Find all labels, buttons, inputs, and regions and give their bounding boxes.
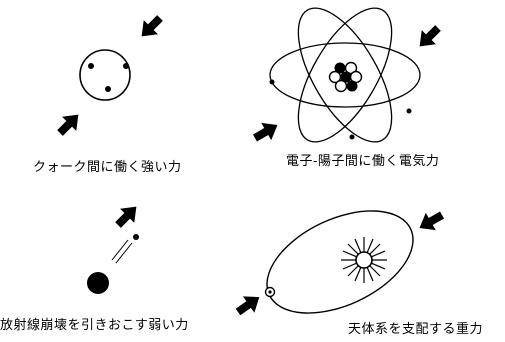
inward-arrow — [413, 21, 446, 54]
nucleus — [330, 63, 362, 92]
gravity-panel — [232, 190, 447, 334]
quark-dot — [105, 86, 111, 92]
weak-force-panel — [87, 200, 143, 294]
emitted-particle — [133, 234, 139, 240]
strong-force-caption: クォーク間に働く強い力 — [33, 160, 182, 176]
inward-arrow — [53, 108, 86, 141]
decay-trail — [112, 240, 128, 260]
weak-force-caption: 放射線崩壊を引きおこす弱い力 — [0, 318, 189, 334]
electron-dot — [350, 135, 355, 140]
electron-dot — [407, 109, 412, 114]
electromagnetic-panel — [250, 0, 445, 156]
hadron-circle — [80, 50, 130, 100]
decaying-particle — [87, 272, 109, 294]
inward-arrow — [414, 206, 447, 236]
inward-arrow — [250, 116, 283, 146]
inward-arrow — [135, 11, 168, 44]
planetary-orbit — [251, 190, 429, 334]
electromagnetic-force-caption: 電子-陽子間に働く電気力 — [286, 154, 439, 170]
quark-dot — [88, 63, 94, 69]
decay-trail — [116, 243, 132, 263]
sun-icon — [341, 237, 387, 283]
quark-dot — [123, 63, 129, 69]
gravity-caption: 天体系を支配する重力 — [348, 322, 483, 338]
inward-arrow — [232, 289, 265, 320]
outward-arrow — [111, 200, 144, 233]
electron-dot — [270, 80, 275, 85]
strong-force-panel — [53, 11, 167, 140]
